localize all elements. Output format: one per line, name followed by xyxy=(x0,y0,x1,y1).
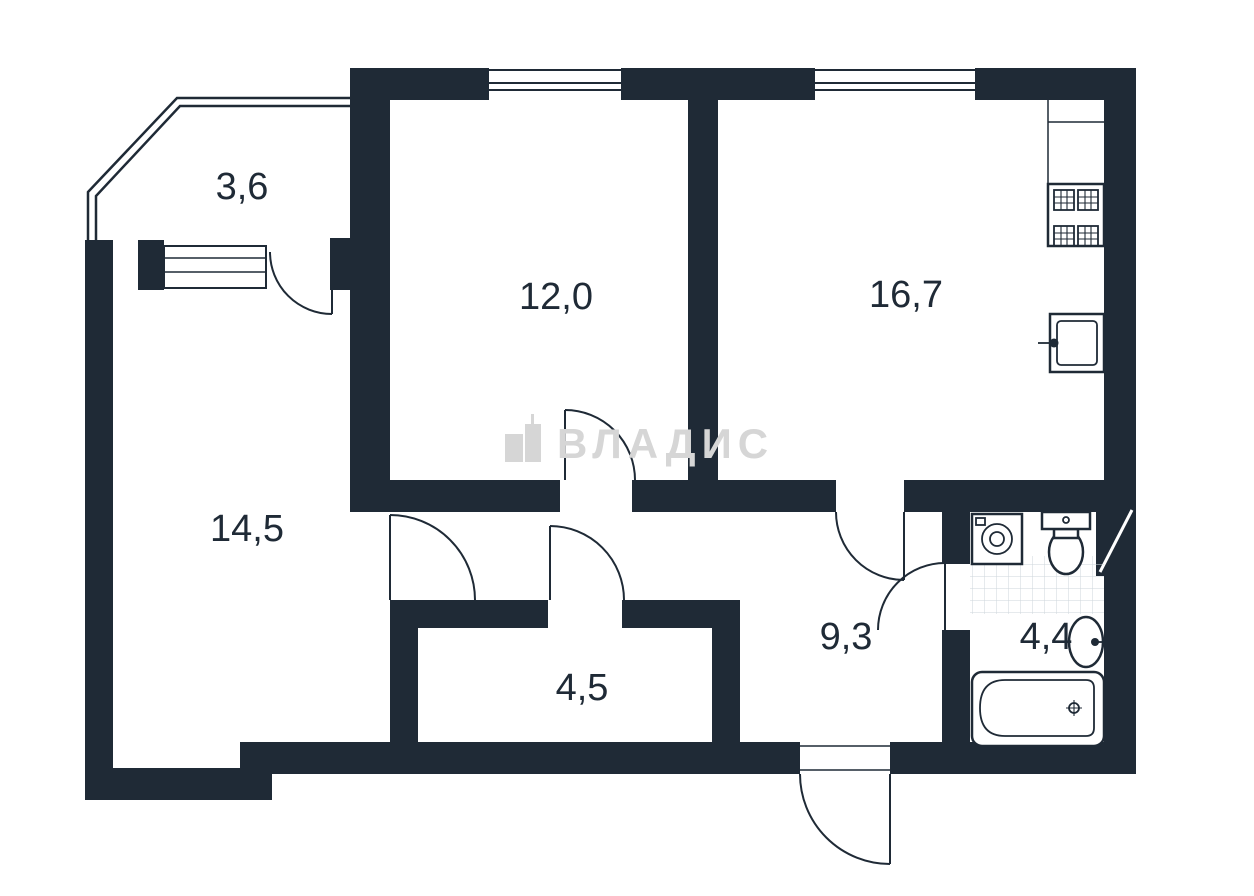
window xyxy=(813,68,977,100)
wall-segment xyxy=(85,240,113,800)
wall-segment xyxy=(85,768,272,800)
balcony-window xyxy=(163,245,267,289)
bedroom-door xyxy=(564,409,636,481)
kitchen-door xyxy=(835,511,905,581)
wall-segment xyxy=(138,240,164,290)
wall-segment xyxy=(622,68,814,100)
bathroom-sink-icon xyxy=(1067,615,1105,669)
wall-segment xyxy=(350,480,560,512)
wall-segment xyxy=(712,600,740,742)
wall-segment xyxy=(1104,68,1136,774)
entrance-door xyxy=(799,745,891,865)
kitchen-sink-icon xyxy=(1038,312,1106,374)
kitchen-counter-line xyxy=(1047,100,1104,184)
windows xyxy=(487,68,977,100)
bathroom-tile-floor xyxy=(970,556,1104,614)
washing-machine-icon xyxy=(970,512,1024,566)
room-area-label-kitchen: 16,7 xyxy=(869,274,943,316)
wall-segment xyxy=(240,742,800,774)
bathtub-icon xyxy=(970,670,1106,748)
room-labels: 3,6 12,0 16,7 14,5 9,3 4,4 4,5 xyxy=(210,166,1072,709)
doors xyxy=(269,251,946,865)
wall-segment xyxy=(632,480,836,512)
balcony-door xyxy=(269,251,333,315)
watermark: ВЛАДИС xyxy=(505,414,774,467)
walls xyxy=(85,68,1136,800)
toilet-icon xyxy=(1040,510,1092,576)
wall-segment xyxy=(942,512,970,564)
window xyxy=(487,68,623,100)
wall-segment xyxy=(890,742,1136,774)
wall-segment xyxy=(942,630,970,742)
room-area-label-balcony: 3,6 xyxy=(216,166,269,208)
stove-icon xyxy=(1046,182,1106,248)
wall-segment xyxy=(350,68,390,512)
room-area-label-hallway: 9,3 xyxy=(820,616,873,658)
storage-door xyxy=(549,525,625,601)
room-area-label-bathroom: 4,4 xyxy=(1020,616,1073,658)
bathroom-door xyxy=(877,562,946,631)
wall-segment xyxy=(688,100,718,512)
room-area-label-storage: 4,5 xyxy=(556,667,609,709)
watermark-text: ВЛАДИС xyxy=(557,420,774,467)
wall-segment xyxy=(390,600,418,768)
room-area-label-bedroom: 12,0 xyxy=(519,276,593,318)
kitchen-fixtures xyxy=(1038,100,1106,374)
bathroom-fixtures xyxy=(970,510,1106,748)
building-icon xyxy=(505,414,541,462)
living-room-door xyxy=(389,514,476,601)
room-area-label-living: 14,5 xyxy=(210,508,284,550)
